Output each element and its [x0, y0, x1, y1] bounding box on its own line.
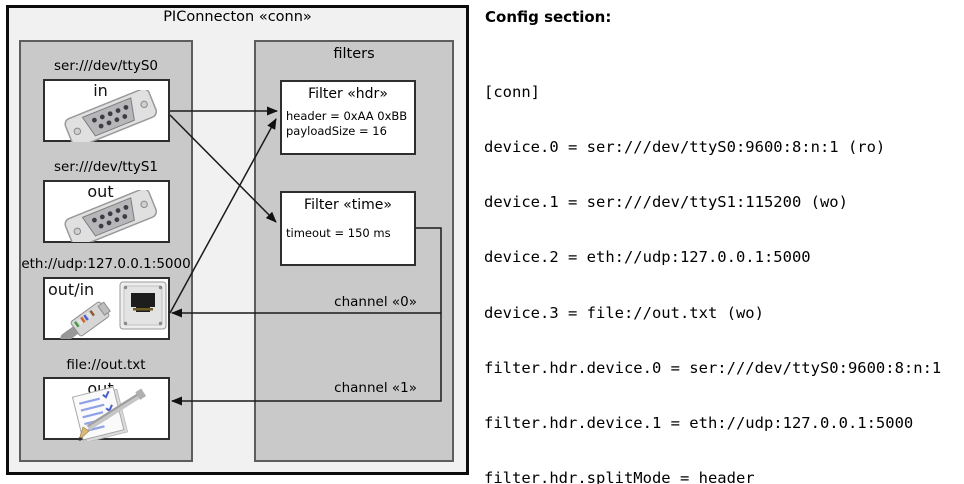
config-block: [conn] device.0 = ser:///dev/ttyS0:9600:… [484, 46, 951, 484]
config-line: device.0 = ser:///dev/ttyS0:9600:8:n:1 (… [484, 138, 886, 157]
config-line: device.3 = file://out.txt (wo) [484, 303, 764, 322]
config-line: filter.hdr.splitMode = header [484, 469, 755, 484]
config-heading: Config section: [485, 8, 612, 26]
filter-title: Filter «time» [304, 197, 392, 213]
filter-box-hdr [280, 80, 416, 155]
config-line: device.2 = eth://udp:127.0.0.1:5000 [484, 248, 811, 267]
device-uri-label: eth://udp:127.0.0.1:5000 [21, 256, 191, 272]
config-line: filter.hdr.device.0 = ser:///dev/ttyS0:9… [484, 358, 942, 377]
serial-connector-icon [64, 190, 158, 242]
device-uri-label: ser:///dev/ttyS0 [54, 58, 158, 74]
config-line: device.1 = ser:///dev/ttyS1:115200 (wo) [484, 193, 848, 212]
filter-title: Filter «hdr» [308, 86, 388, 102]
ethernet-connector-icon [52, 281, 167, 339]
device-port-label: out/in [48, 280, 95, 299]
notepad-icon [71, 386, 147, 441]
device-port-label: out [87, 182, 114, 201]
filter-property: timeout = 150 ms [286, 226, 391, 240]
channel-label-1: channel «1» [334, 380, 417, 396]
config-line: [conn] [484, 82, 540, 101]
filter-property: payloadSize = 16 [286, 124, 387, 138]
device-uri-label: file://out.txt [66, 357, 146, 373]
channel-label-0: channel «0» [334, 294, 417, 310]
filter-property: header = 0xAA 0xBB [286, 109, 408, 123]
diagram-title: PIConnecton «conn» [163, 9, 312, 25]
config-line: filter.hdr.device.1 = eth://udp:127.0.0.… [484, 414, 914, 433]
device-port-label: in [93, 81, 108, 100]
device-uri-label: ser:///dev/ttyS1 [54, 159, 158, 175]
serial-connector-icon [64, 90, 158, 142]
filters-panel-title: filters [333, 46, 375, 62]
pencil-icon [78, 388, 147, 441]
